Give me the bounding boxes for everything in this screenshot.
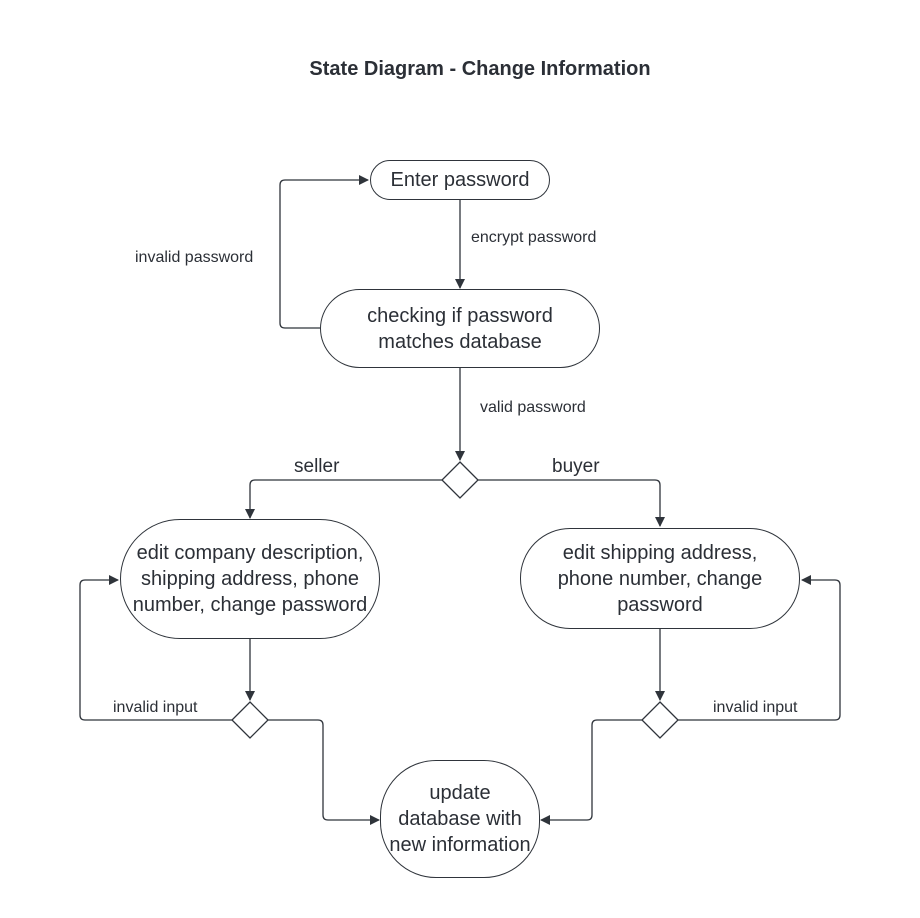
label-valid-password: valid password bbox=[480, 399, 586, 416]
state-label: Enter password bbox=[390, 169, 530, 191]
label-invalid-password: invalid password bbox=[135, 249, 254, 266]
decision-buyer-input bbox=[641, 701, 679, 739]
arrow-invalid-input-right bbox=[678, 575, 841, 721]
label-invalid-input-right: invalid input bbox=[713, 699, 798, 716]
state-seller-edit: edit company description, shipping addre… bbox=[120, 519, 380, 639]
label-seller: seller bbox=[294, 456, 340, 477]
decision-seller-input bbox=[231, 701, 269, 739]
page-title: State Diagram - Change Information bbox=[309, 58, 651, 80]
state-label: edit company description, shipping addre… bbox=[132, 542, 368, 616]
label-invalid-input-left: invalid input bbox=[113, 699, 198, 716]
state-update-database: update database with new information bbox=[380, 760, 540, 878]
state-enter-password: Enter password bbox=[370, 160, 550, 200]
arrow-left-to-update bbox=[268, 719, 380, 825]
state-checking-password: checking if password matches database bbox=[320, 289, 600, 368]
decision-role bbox=[441, 461, 479, 499]
state-label: checking if password matches database bbox=[367, 304, 553, 353]
state-label: edit shipping address, phone number, cha… bbox=[557, 541, 763, 616]
label-buyer: buyer bbox=[552, 456, 600, 477]
label-encrypt-password: encrypt password bbox=[471, 229, 597, 246]
arrow-right-to-update bbox=[540, 719, 642, 825]
arrow-invalid-password bbox=[279, 175, 369, 329]
state-label: update database with new information bbox=[389, 782, 531, 856]
arrow-invalid-input-left bbox=[79, 575, 232, 721]
arrow-seller bbox=[245, 479, 442, 519]
state-buyer-edit: edit shipping address, phone number, cha… bbox=[520, 528, 800, 629]
arrow-buyer bbox=[478, 479, 665, 527]
